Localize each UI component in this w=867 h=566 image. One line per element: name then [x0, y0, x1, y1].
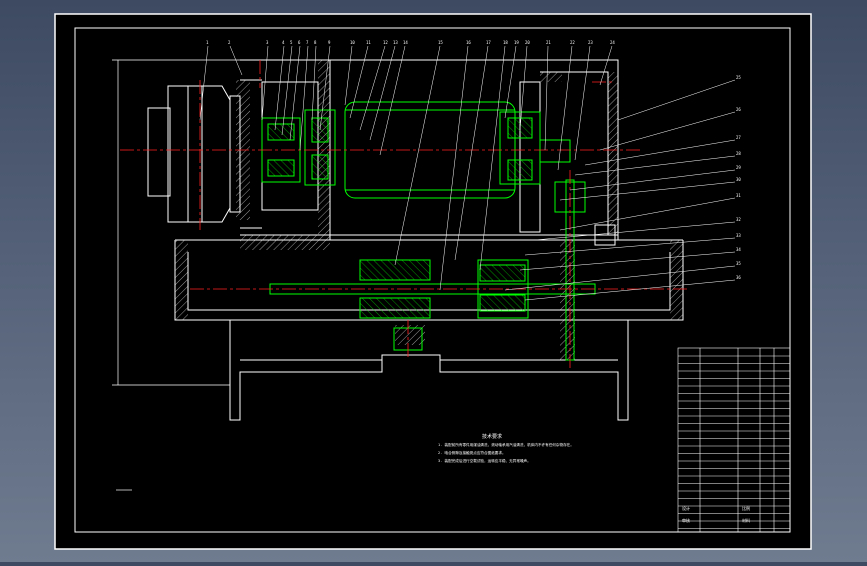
leader-line [559, 197, 736, 231]
part-number-label: 18 [503, 40, 508, 45]
part-number-label: 27 [736, 135, 741, 140]
part-number-label: 3 [266, 40, 269, 45]
part-number-label: 33 [736, 233, 741, 238]
part-number-label: 35 [736, 261, 741, 266]
part-number-label: 10 [350, 40, 355, 45]
leader-line [394, 45, 441, 266]
leader-line [519, 45, 528, 131]
leader-line [504, 45, 517, 119]
leader-line [574, 45, 591, 161]
leader-line [454, 45, 489, 261]
part-number-label: 7 [306, 40, 309, 45]
part-number-label: 16 [466, 40, 471, 45]
leader-line [299, 45, 309, 151]
part-number-label: 25 [736, 75, 741, 80]
leader-line [379, 45, 406, 156]
leader-line [274, 45, 285, 131]
part-number-label: 17 [486, 40, 491, 45]
part-number-label: 26 [736, 107, 741, 112]
part-number-label: 29 [736, 165, 741, 170]
notes-title: 技术要求 [482, 433, 502, 440]
part-number-label: 23 [588, 40, 593, 45]
part-number-label: 5 [290, 40, 293, 45]
part-number-label: 12 [383, 40, 388, 45]
part-number-label: 9 [328, 40, 331, 45]
leader-line [524, 237, 736, 256]
part-number-label: 19 [514, 40, 519, 45]
notes-line-1: 1. 装配前所有零件用煤油清洗，滚动轴承用汽油清洗，机体内不许有任何杂物存在。 [438, 442, 574, 447]
part-number-label: 28 [736, 151, 741, 156]
part-number-label: 22 [570, 40, 575, 45]
title-block: 设计 审核 比例 材料 [682, 505, 750, 523]
leader-line [584, 139, 736, 166]
part-number-label: 20 [525, 40, 530, 45]
part-number-label: 14 [403, 40, 408, 45]
part-number-label: 2 [228, 40, 231, 45]
part-number-label: 6 [298, 40, 301, 45]
leader-line [311, 45, 317, 121]
leader-line [534, 221, 736, 241]
part-number-label: 8 [314, 40, 317, 45]
leader-line [319, 45, 331, 131]
leader-line [569, 169, 736, 191]
scale-label: 比例 [742, 505, 750, 511]
leader-line [557, 45, 573, 171]
leader-line [504, 265, 736, 291]
drawing-frame [74, 27, 791, 533]
part-number-label: 32 [736, 217, 741, 222]
leader-line [369, 45, 396, 141]
part-number-label: 21 [546, 40, 551, 45]
leader-line [344, 45, 353, 106]
part-number-label: 1 [206, 40, 209, 45]
part-number-label: 11 [366, 40, 371, 45]
part-number-label: 30 [736, 177, 741, 182]
leader-line [524, 279, 736, 301]
dimension-left [112, 59, 240, 491]
part-number-label: 4 [282, 40, 285, 45]
part-number-label: 31 [736, 193, 741, 198]
part-number-label: 36 [736, 275, 741, 280]
material-label: 材料 [742, 517, 750, 523]
leader-line [281, 45, 293, 136]
designer-label: 设计 [682, 505, 690, 511]
part-number-label: 24 [610, 40, 615, 45]
leader-line [199, 45, 209, 121]
leader-line [349, 45, 369, 119]
notes-line-2: 2. 啮合侧隙及接触斑点应符合图纸要求。 [438, 450, 506, 455]
motor [147, 79, 319, 229]
leader-line [439, 45, 469, 291]
technical-notes: 技术要求 1. 装配前所有零件用煤油清洗，滚动轴承用汽油清洗，机体内不许有任何杂… [438, 433, 574, 463]
leader-line [519, 251, 736, 271]
leader-line [599, 45, 613, 86]
leader-line [261, 45, 269, 121]
leader-line [544, 45, 549, 151]
part-number-label: 13 [393, 40, 398, 45]
leader-line [559, 181, 736, 201]
part-number-label: 15 [438, 40, 443, 45]
checker-label: 审核 [682, 517, 690, 523]
leader-line [599, 111, 736, 151]
leader-line [229, 45, 243, 76]
leader-line [289, 45, 301, 141]
parts-list [677, 347, 791, 533]
notes-line-3: 3. 装配完成后进行空载试验，运转应平稳、无异常噪声。 [438, 458, 531, 463]
leader-line [479, 45, 506, 271]
leader-line [574, 155, 736, 176]
part-number-label: 34 [736, 247, 741, 252]
leader-line [617, 79, 736, 121]
leader-line [359, 45, 386, 131]
